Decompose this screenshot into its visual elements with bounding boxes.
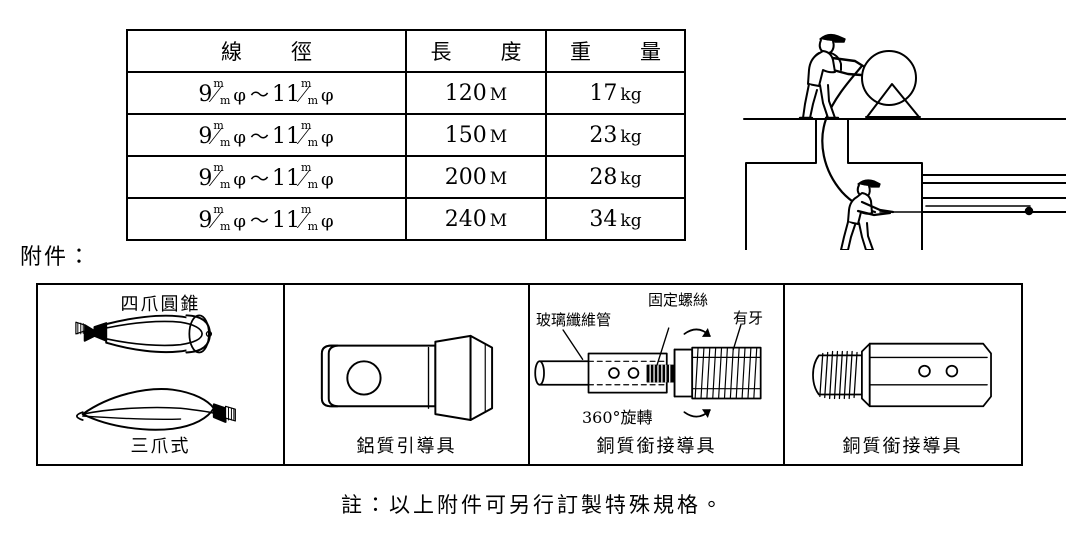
four-claw-cone-icon [75, 314, 213, 354]
length-value: 200 [444, 164, 487, 190]
accessory-caption-aluminum-guide: 鋁質引導具 [356, 436, 457, 457]
accessory-panel-brass-swivel-guide: 玻璃纖維管 固定螺絲 有牙 360°旋轉 銅質銜接導具 [530, 285, 785, 464]
weight-value: 28 [589, 164, 618, 190]
range-symbol: ～ [249, 125, 269, 148]
weight-value: 23 [589, 122, 618, 148]
range-symbol: ～ [249, 209, 269, 232]
length-unit: M [489, 210, 508, 231]
annotation-rotation: 360°旋轉 [582, 408, 653, 427]
accessory-panel-aluminum-guide: 鋁質引導具 [285, 285, 530, 464]
diameter-to-value: 11 [272, 123, 300, 149]
column-header-diameter: 線 徑 [126, 29, 407, 73]
column-header-length: 長 度 [405, 29, 547, 73]
diameter-from-value: 9 [198, 165, 213, 191]
weight-value: 17 [589, 80, 618, 106]
length-value: 150 [444, 122, 487, 148]
phi-symbol: φ [321, 84, 334, 106]
length-unit: M [489, 126, 508, 147]
accessory-caption-three-claw-type: 三爪式 [130, 436, 191, 457]
phi-symbol: φ [321, 126, 334, 148]
leader-screw [656, 327, 670, 366]
weight-value: 34 [589, 206, 618, 232]
annotation-threaded: 有牙 [733, 309, 764, 327]
rotation-arrows-icon [683, 328, 711, 419]
cable-pulling-illustration [743, 33, 1066, 250]
phi-symbol: φ [233, 84, 246, 106]
accessory-caption-brass-connector-guide: 銅質銜接導具 [842, 436, 963, 457]
annotation-fiberglass-tube: 玻璃纖維管 [536, 311, 612, 329]
length-value: 240 [444, 206, 487, 232]
aluminum-guide-drawing [320, 334, 494, 421]
column-header-weight: 重 量 [545, 29, 686, 73]
phi-symbol: φ [233, 168, 246, 190]
length-unit: M [489, 84, 508, 105]
diameter-from-value: 9 [198, 207, 213, 233]
claw-tools-drawing [75, 314, 236, 431]
leader-fiberglass [562, 329, 584, 361]
cable-reel [861, 50, 917, 106]
brass-connector-guide-drawing [812, 342, 992, 408]
brass-swivel-guide-drawing [534, 323, 762, 419]
table-header-row: 線 徑 長 度 重 量 [126, 29, 686, 73]
fiberglass-tube [536, 360, 592, 386]
diameter-to-value: 11 [272, 207, 300, 233]
length-unit: M [489, 168, 508, 189]
leader-thread [732, 323, 742, 351]
diameter-from-value: 9 [198, 123, 213, 149]
accessory-caption-four-claw-cone: 四爪圓錐 [120, 294, 201, 315]
diameter-to-value: 11 [272, 165, 300, 191]
annotation-fixing-screw: 固定螺絲 [648, 291, 709, 309]
phi-symbol: φ [321, 168, 334, 190]
upper-worker [798, 33, 865, 120]
phi-symbol: φ [233, 210, 246, 232]
phi-symbol: φ [321, 210, 334, 232]
weight-unit: kg [620, 210, 642, 231]
weight-unit: kg [620, 168, 642, 189]
diameter-from-value: 9 [198, 81, 213, 107]
weight-unit: kg [620, 84, 642, 105]
accessory-panel-claw-tools: 四爪圓錐 [38, 285, 285, 464]
attachments-heading: 附件： [20, 245, 93, 270]
footer-note: 註：以上附件可另行訂製特殊規格。 [341, 493, 725, 517]
diameter-to-value: 11 [272, 81, 300, 107]
length-value: 120 [444, 80, 487, 106]
range-symbol: ～ [249, 167, 269, 190]
weight-unit: kg [620, 126, 642, 147]
accessory-caption-brass-swivel-guide: 銅質銜接導具 [596, 436, 717, 457]
three-claw-type-icon [75, 388, 236, 431]
range-symbol: ～ [249, 83, 269, 106]
phi-symbol: φ [233, 126, 246, 148]
lower-worker [840, 179, 895, 250]
accessories-strip: 四爪圓錐 [36, 283, 1023, 466]
accessory-panel-brass-connector-guide: 銅質銜接導具 [785, 285, 1020, 464]
